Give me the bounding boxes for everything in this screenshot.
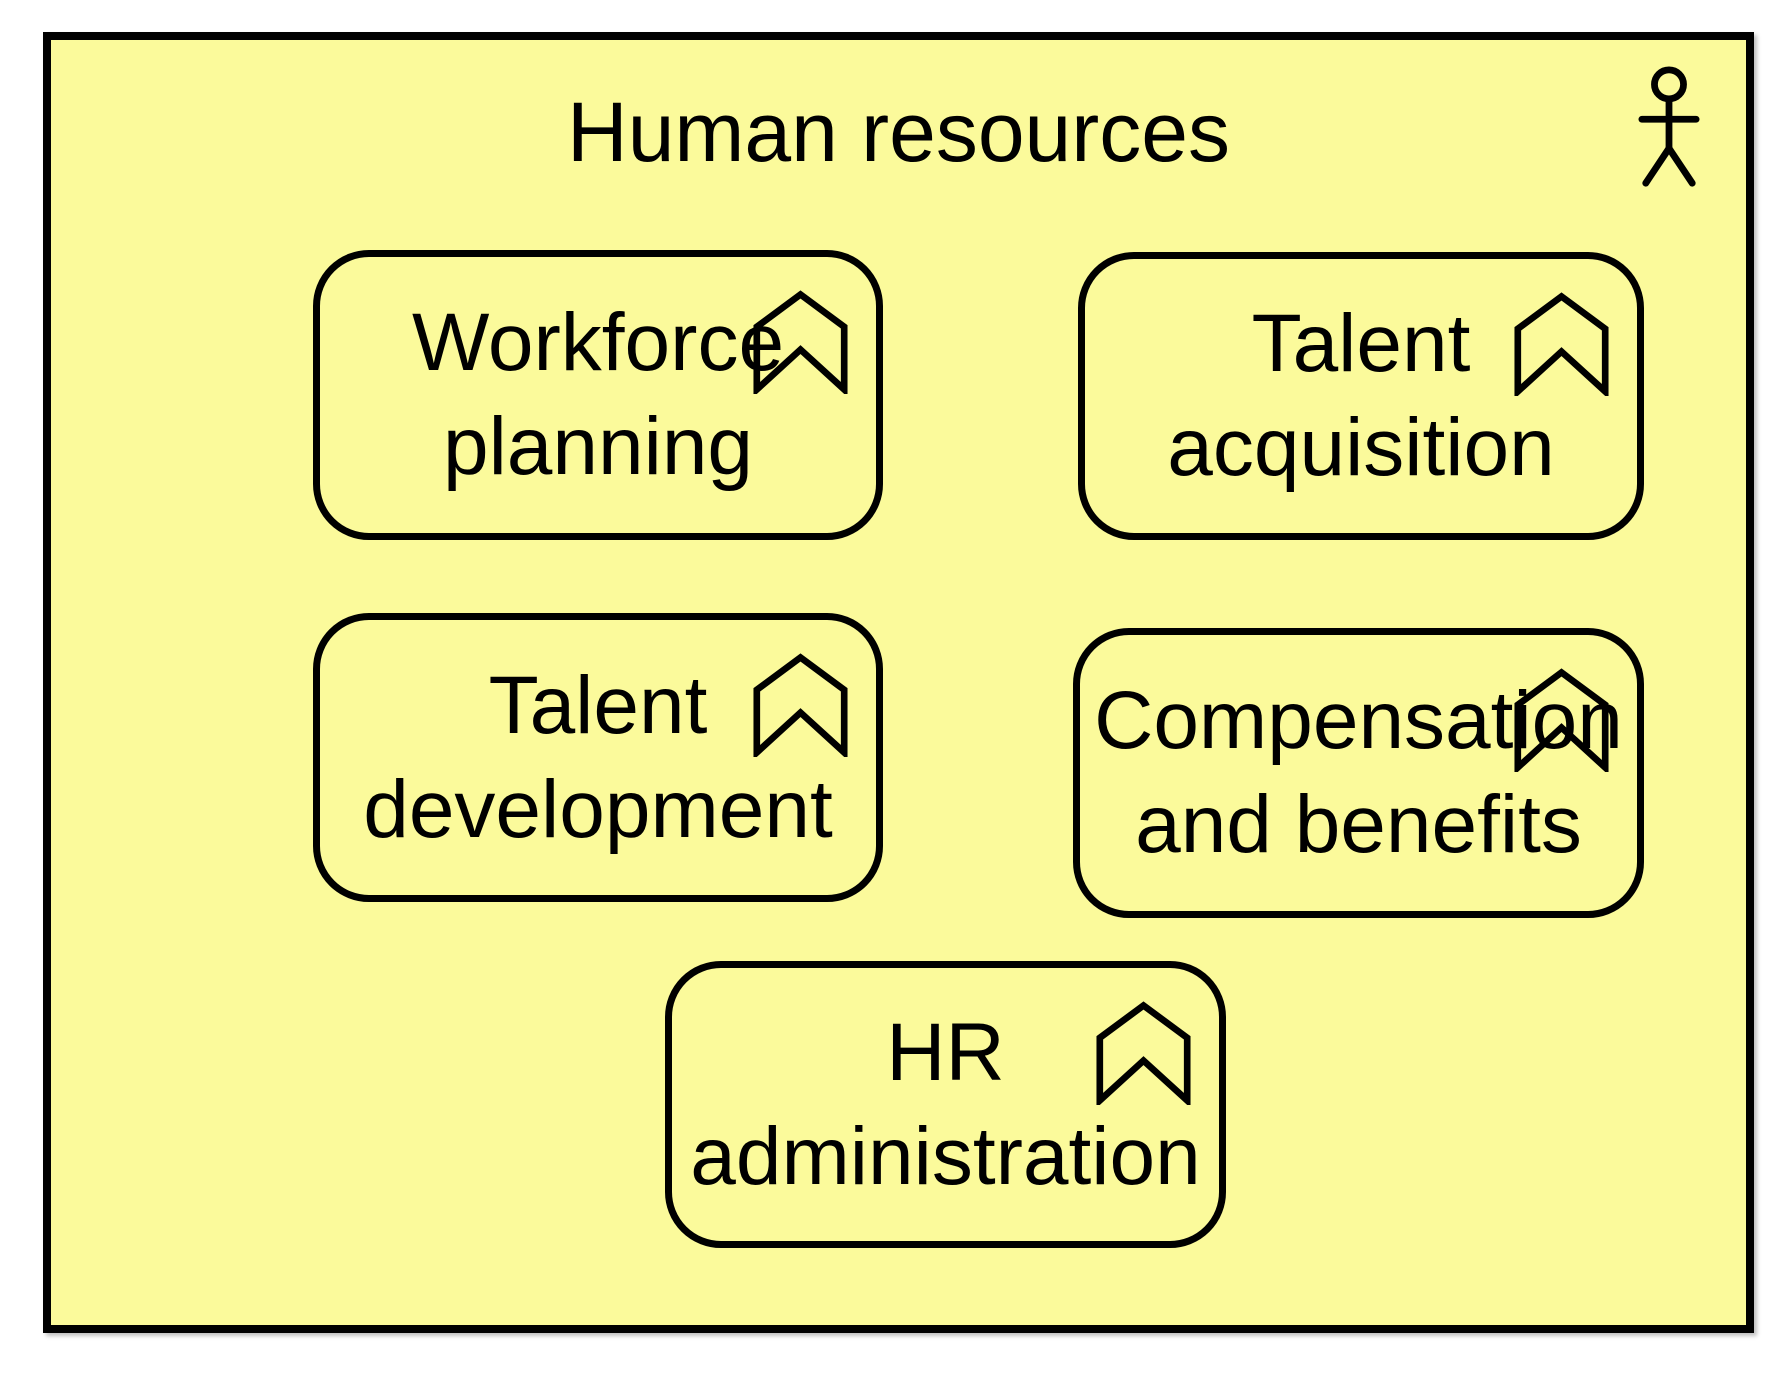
function-box-talent-acquisition[interactable]: Talent acquisition: [1078, 252, 1644, 540]
business-function-chevron-icon: [1096, 1001, 1191, 1105]
business-function-chevron-icon: [753, 653, 848, 757]
function-box-hr-administration[interactable]: HR administration: [665, 961, 1226, 1248]
label-line: Talent: [1251, 298, 1471, 389]
function-label: Talent development: [320, 620, 876, 895]
hr-grouping-shape[interactable]: Human resources Workforce planning Talen…: [43, 32, 1754, 1333]
diagram-title: Human resources: [567, 85, 1230, 179]
function-box-compensation-and-benefits[interactable]: Compensation and benefits: [1073, 628, 1644, 918]
function-label: HR administration: [672, 968, 1219, 1241]
business-function-chevron-icon: [1514, 292, 1609, 396]
business-actor-icon: [1638, 66, 1700, 187]
business-function-chevron-icon: [753, 290, 848, 394]
label-line: HR: [886, 1006, 1005, 1098]
label-line: administration: [690, 1110, 1201, 1202]
function-box-workforce-planning[interactable]: Workforce planning: [313, 250, 883, 540]
label-line: planning: [442, 401, 754, 492]
function-box-talent-development[interactable]: Talent development: [313, 613, 883, 902]
function-label: Talent acquisition: [1085, 259, 1637, 533]
label-line: development: [363, 763, 833, 855]
function-label: Workforce planning: [320, 257, 876, 533]
business-function-chevron-icon: [1514, 668, 1609, 772]
label-line: acquisition: [1167, 402, 1555, 493]
label-line: Talent: [488, 659, 708, 751]
label-line: and benefits: [1135, 779, 1582, 870]
label-line: Workforce: [411, 297, 785, 388]
